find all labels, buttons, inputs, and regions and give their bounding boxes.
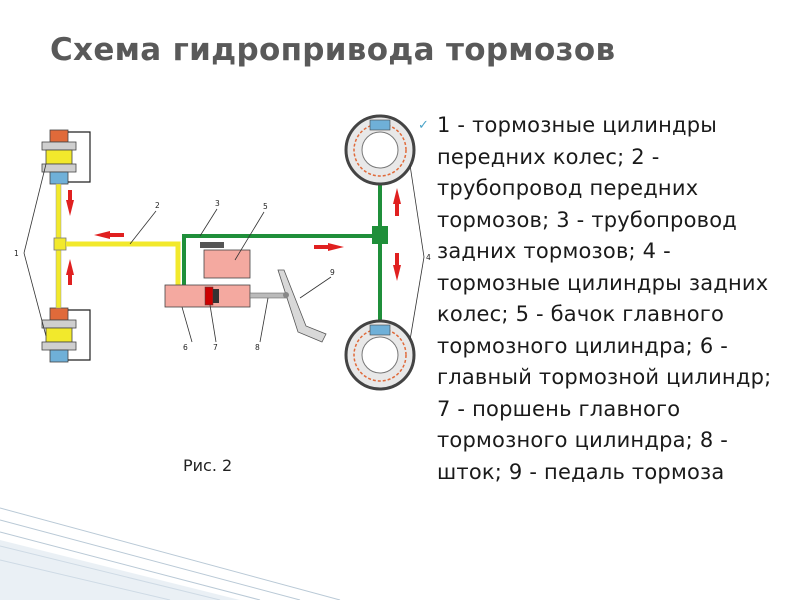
brake-hydraulic-diagram: 1 2 3 5 6 7 8 9 4 [14, 114, 431, 391]
rear-wheel-top [344, 114, 416, 186]
callout-3: 3 [215, 199, 220, 208]
callout-5: 5 [263, 202, 268, 211]
rear-brake-pipe [182, 184, 388, 324]
callout-leaders [23, 163, 425, 343]
callout-4: 4 [426, 253, 431, 262]
callout-8: 8 [255, 343, 260, 352]
front-left-wheel-top [41, 129, 91, 185]
front-brake-pipe [53, 183, 181, 309]
figure-caption: Рис. 2 [183, 456, 233, 475]
master-cylinder-reservoir [200, 242, 251, 279]
brake-pedal [277, 269, 327, 343]
callout-9: 9 [330, 268, 335, 277]
rear-wheel-bottom [344, 319, 416, 391]
callout-1: 1 [14, 249, 19, 258]
checkmark-bullet-icon: ✓ [418, 118, 429, 133]
callout-6: 6 [183, 343, 188, 352]
slide-title: Схема гидропривода тормозов [50, 32, 616, 68]
flow-arrows [66, 188, 401, 285]
callout-2: 2 [155, 201, 160, 210]
master-cylinder [164, 284, 291, 308]
legend-text: 1 - тормозные цилиндры передних колес; 2… [437, 113, 772, 484]
callout-7: 7 [213, 343, 218, 352]
